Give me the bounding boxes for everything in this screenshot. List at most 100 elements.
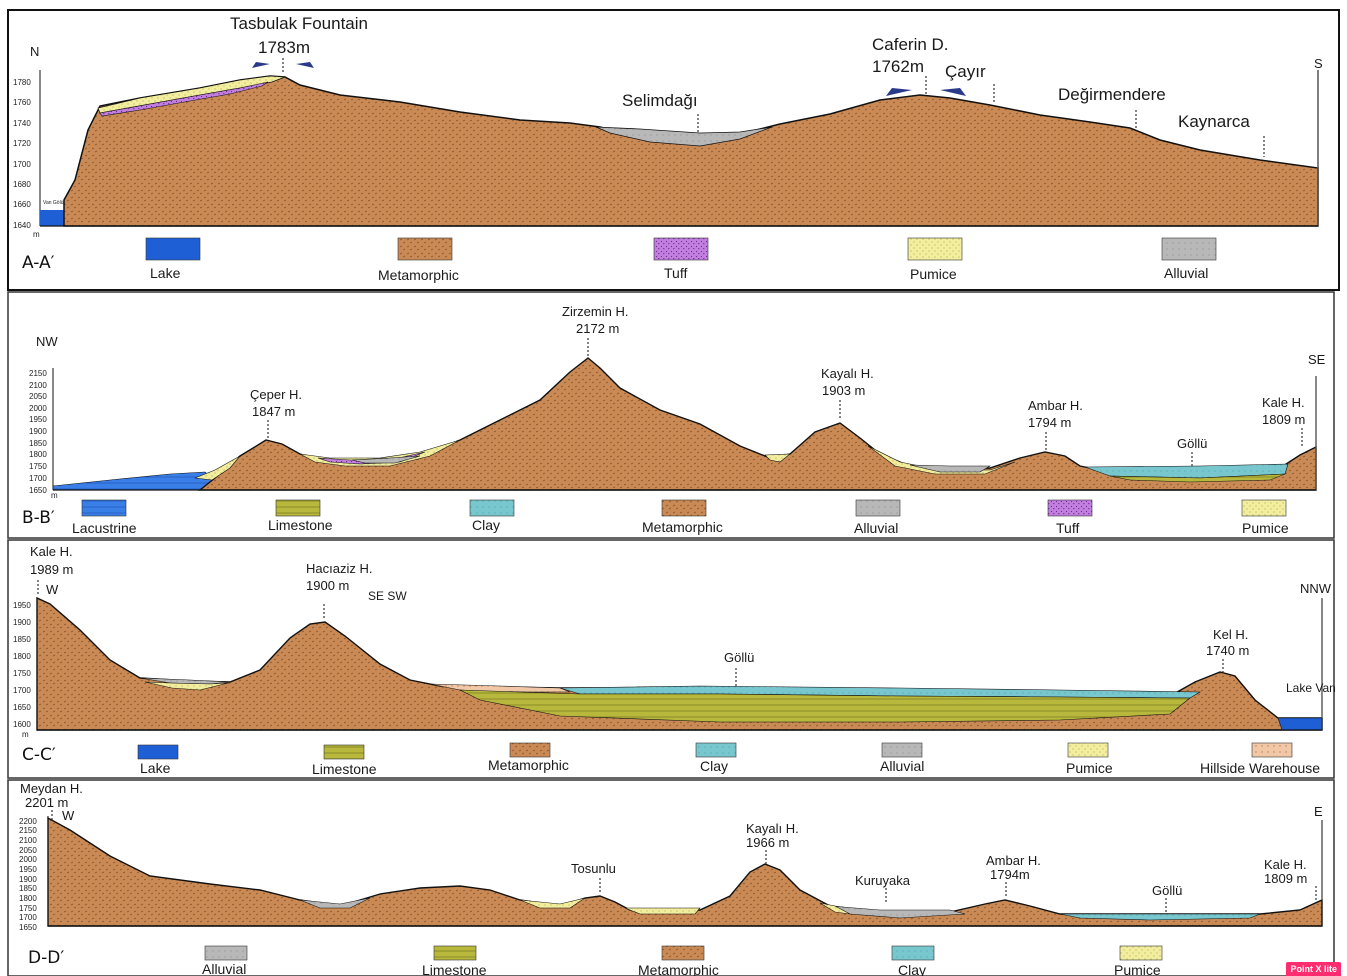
legend-swatch — [1119, 945, 1163, 961]
direction-west: W — [62, 808, 75, 823]
peak-name: Kale H. — [1264, 857, 1307, 872]
legend-swatch — [1241, 499, 1287, 517]
tick: 1950 — [29, 415, 47, 424]
tick: 2000 — [29, 404, 47, 413]
legend-swatch — [1047, 499, 1093, 517]
legend-label: Tuff — [664, 265, 687, 281]
pumice-layer — [867, 445, 1016, 475]
clay-layer — [1059, 913, 1261, 921]
pumice-layer — [194, 455, 241, 481]
legend-label: Alluvial — [854, 520, 898, 536]
legend-label: Lake — [150, 265, 181, 281]
peak-name: Kayalı H. — [821, 366, 874, 381]
legend-swatch — [881, 742, 923, 758]
lake-fill — [1277, 717, 1323, 731]
peak-name: Kel H. — [1213, 627, 1248, 642]
peak-elevation: 2172 m — [576, 321, 619, 336]
peak-name: Tasbulak Fountain — [230, 14, 368, 33]
tick: 2150 — [19, 826, 37, 835]
alluvial-basin — [299, 897, 371, 909]
legend-swatch — [145, 237, 201, 261]
tick: 1640 — [13, 221, 31, 230]
section-d-d: 2200 2150 2100 2050 2000 1950 1900 1850 … — [7, 779, 1335, 976]
legend-label: Lacustrine — [72, 520, 137, 536]
place-label: Göllü — [1152, 883, 1182, 898]
legend: Lake Metamorphic Tuff Pumice Alluvial — [145, 237, 1217, 283]
tick: 1850 — [19, 884, 37, 893]
legend-label: Hillside Warehouse — [1200, 760, 1320, 776]
legend-swatch — [855, 499, 901, 517]
peak-elevation: 2201 m — [25, 795, 68, 810]
direction-north: N — [30, 44, 39, 59]
place-label: Kuruyaka — [855, 873, 911, 888]
section-c-c: 1950 1900 1850 1800 1750 1700 1650 1600 … — [7, 539, 1336, 779]
direction-west: W — [46, 582, 59, 597]
tick: 1650 — [29, 486, 47, 495]
arrow-right-icon — [296, 62, 314, 68]
legend-label: Limestone — [268, 517, 333, 533]
legend-label: Limestone — [422, 962, 487, 976]
y-ticks: 2200 2150 2100 2050 2000 1950 1900 1850 … — [19, 817, 37, 932]
tick: 1850 — [13, 635, 31, 644]
peak-elevation: 1903 m — [822, 383, 865, 398]
place-label: Çayır — [945, 62, 986, 81]
tick: 1900 — [29, 427, 47, 436]
legend-label: Lake — [140, 760, 171, 776]
legend-swatch — [137, 744, 179, 760]
tick: 1750 — [19, 904, 37, 913]
panel-frame — [7, 779, 1335, 976]
y-ticks: 1950 1900 1850 1800 1750 1700 1650 1600 … — [13, 601, 31, 739]
legend-label: Pumice — [1066, 760, 1113, 776]
place-label: Selimdağı — [622, 91, 698, 110]
section-b-b: 2150 2100 2050 2000 1950 1900 1850 1800 … — [7, 291, 1335, 539]
peak-elevation: 1966 m — [746, 835, 789, 850]
legend-swatch — [1067, 742, 1109, 758]
tick: 1950 — [19, 865, 37, 874]
legend-label: Limestone — [312, 761, 377, 777]
alluvial-basin — [909, 464, 992, 473]
legend: Alluvial Limestone Metamorphic Clay Pumi… — [202, 945, 1163, 976]
place-label: Göllü — [724, 650, 754, 665]
direction-southeast: SE — [1308, 352, 1326, 367]
peak-elevation: 1847 m — [252, 404, 295, 419]
section-code: C-C′ — [22, 745, 56, 765]
legend-label: Clay — [700, 758, 728, 774]
limestone-layer — [459, 689, 1191, 723]
legend-swatch — [1161, 237, 1217, 261]
limestone-layer — [1109, 473, 1286, 483]
tick: 1760 — [13, 98, 31, 107]
tick: 1750 — [29, 462, 47, 471]
place-label: Tosunlu — [571, 861, 616, 876]
tick: 1660 — [13, 200, 31, 209]
tick: 1850 — [29, 439, 47, 448]
lake-fill — [40, 210, 64, 226]
legend-swatch — [1251, 742, 1293, 758]
tick: 1650 — [13, 703, 31, 712]
axis-unit: m — [51, 491, 58, 500]
peak-elevation: 1809 m — [1264, 871, 1307, 886]
legend-swatch — [661, 499, 707, 517]
tick: 1650 — [19, 923, 37, 932]
peak-elevation: 1989 m — [30, 562, 73, 577]
peak-elevation: 1740 m — [1206, 643, 1249, 658]
legend-label: Metamorphic — [378, 267, 459, 283]
legend-label: Pumice — [1242, 520, 1289, 536]
peak-elevation: 1900 m — [306, 578, 349, 593]
legend-label: Clay — [472, 517, 500, 533]
legend-swatch — [275, 499, 321, 517]
peak-name: Hacıaziz H. — [306, 561, 372, 576]
tick: 2100 — [19, 836, 37, 845]
peak-name: Caferin D. — [872, 35, 949, 54]
place-label: Kaynarca — [1178, 112, 1250, 131]
legend-swatch — [509, 742, 551, 758]
y-ticks: 2150 2100 2050 2000 1950 1900 1850 1800 … — [29, 369, 58, 500]
tick: 2000 — [19, 855, 37, 864]
direction-north-northwest: NNW — [1300, 581, 1332, 596]
section-code: D-D′ — [28, 948, 64, 968]
legend-swatch — [433, 945, 477, 961]
pumice-layer — [764, 453, 791, 463]
legend-swatch — [891, 945, 935, 961]
tick: 1700 — [19, 913, 37, 922]
tick: 1800 — [29, 450, 47, 459]
legend-label: Pumice — [1114, 962, 1161, 976]
